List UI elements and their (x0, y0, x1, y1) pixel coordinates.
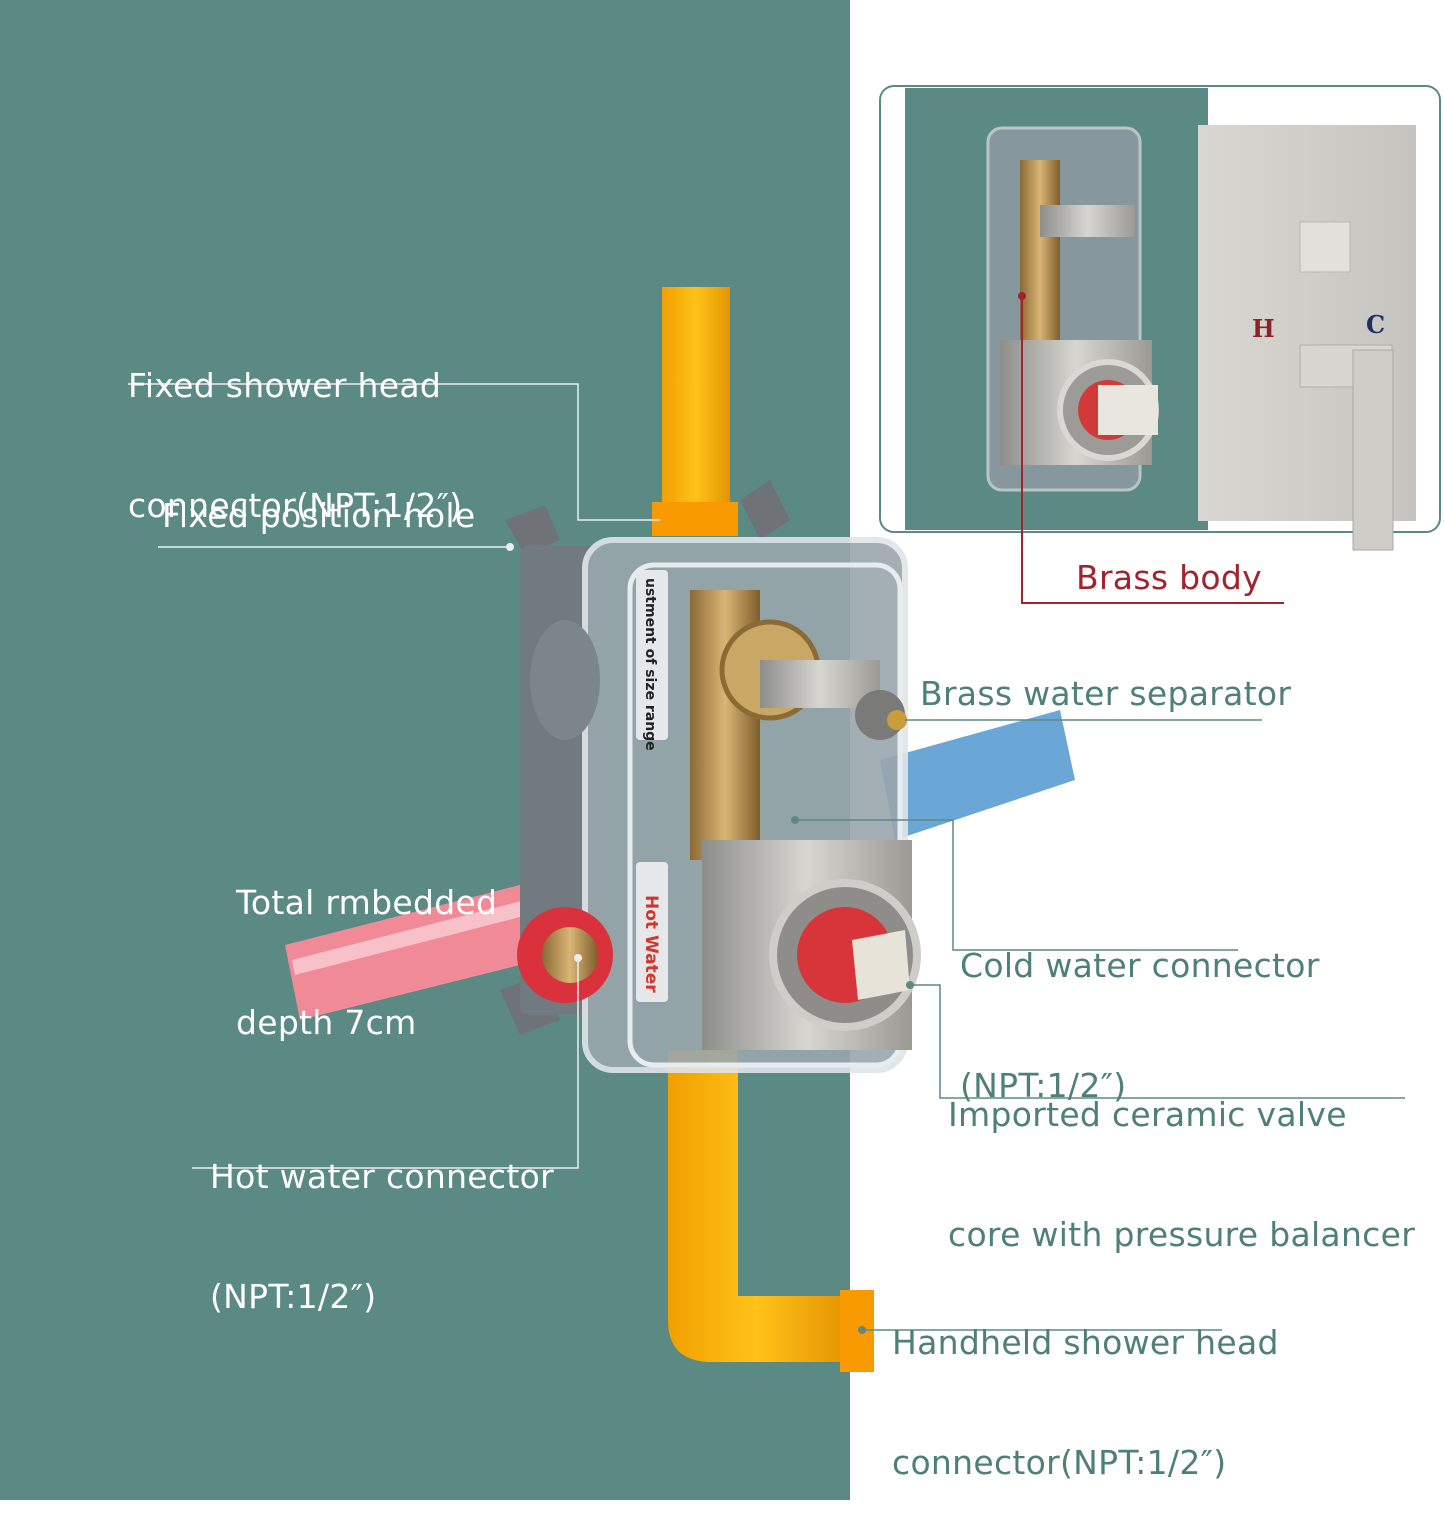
hot-mark: H (1252, 314, 1275, 343)
brass-body-label: Brass body (1076, 558, 1262, 597)
fixed-shower-head-label: Fixed shower head connector(NPT:1/2″) (128, 286, 462, 566)
label-line: Total rmbedded (236, 883, 498, 922)
ceramic-valve-core-label: Imported ceramic valve core with pressur… (948, 1015, 1415, 1295)
bottom-pipe (668, 1050, 846, 1362)
label-line: (NPT:1/2″) (210, 1277, 377, 1316)
cold-pipe (880, 710, 1075, 840)
top-pipe (662, 287, 730, 527)
leader-lines-teal (795, 719, 1405, 1331)
inset-frame: H C (879, 85, 1441, 551)
fixed-position-hole-label: Fixed position hole (162, 496, 476, 535)
label-line: connector(NPT:1/2″) (892, 1443, 1227, 1482)
embedded-depth-label: Total rmbedded depth 7cm (236, 803, 497, 1083)
label-line: Imported ceramic valve (948, 1095, 1347, 1134)
cold-mark: C (1366, 310, 1385, 339)
label-line: Hot water connector (210, 1157, 554, 1196)
label-line: Fixed shower head (128, 366, 442, 405)
hot-water-connector-label: Hot water connector (NPT:1/2″) (210, 1077, 554, 1357)
label-line: (NPT:1/2″) (960, 1066, 1127, 1105)
brass-body-leader (1021, 296, 1284, 604)
cold-water-connector-label: Cold water connector (NPT:1/2″) (960, 866, 1320, 1146)
leader-lines-white (128, 383, 660, 1169)
label-line: connector(NPT:1/2″) (128, 486, 463, 525)
handheld-shower-head-label: Handheld shower head connector(NPT:1/2″) (892, 1243, 1279, 1523)
size-range-sticker: ustment of size range (642, 578, 658, 751)
label-line: Cold water connector (960, 946, 1320, 985)
brass-water-separator-label: Brass water separator (920, 674, 1292, 713)
label-line: Handheld shower head (892, 1323, 1279, 1362)
label-line: core with pressure balancer (948, 1215, 1416, 1254)
valve-box: ustment of size range Hot Water (500, 480, 921, 1073)
label-line: depth 7cm (236, 1003, 417, 1042)
hot-water-sticker: Hot Water (641, 895, 661, 993)
